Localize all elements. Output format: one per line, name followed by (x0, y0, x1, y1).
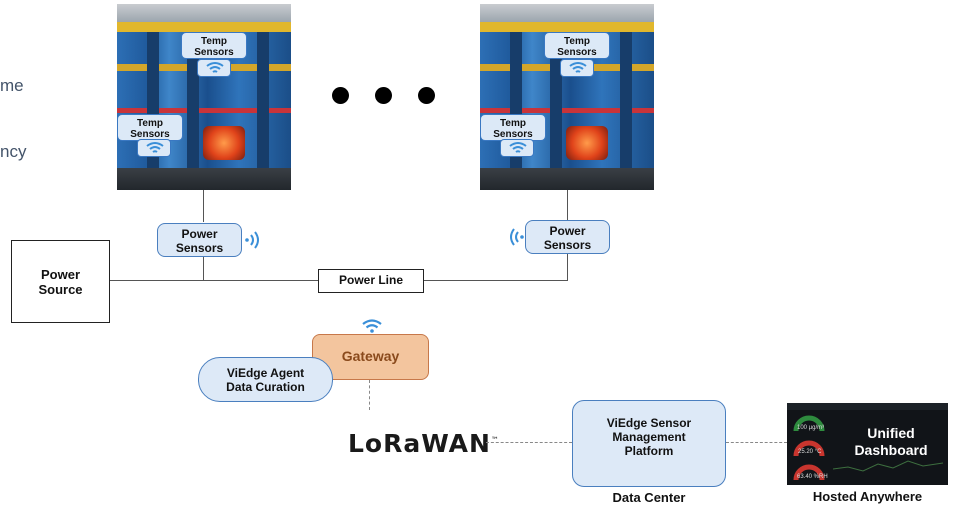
power-sensor-box-2: Power Sensors (525, 220, 610, 254)
ellipsis-dot (375, 87, 392, 104)
temp-sensor-label: Temp Sensors (181, 32, 247, 59)
gateway-box: Gateway (312, 334, 429, 380)
dashboard-title: Unified Dashboard (854, 425, 928, 458)
ellipsis-dot (332, 87, 349, 104)
gauge-value: 63.40 %RH (797, 474, 828, 480)
hosted-anywhere-caption: Hosted Anywhere (812, 489, 923, 504)
gauge-icon (793, 440, 825, 457)
wifi-icon (560, 59, 594, 77)
temp-sensor-label: Temp Sensors (117, 114, 183, 141)
data-center-caption: Data Center (612, 490, 686, 505)
gauge-value: 100 µg/m³ (797, 425, 825, 431)
connector-line (567, 190, 568, 220)
wifi-icon (197, 59, 231, 77)
wireless-signal-icon (507, 228, 525, 251)
wifi-icon (500, 139, 534, 157)
connector-line (567, 252, 568, 280)
viedge-platform-box: ViEdge Sensor Management Platform (572, 400, 726, 487)
machine-photo-1: Temp Sensors Temp Sensors (117, 4, 291, 190)
gauge-icon (793, 415, 825, 432)
unified-dashboard-screenshot: 100 µg/m³ 25.20 °C 63.40 %RH Unified Das… (787, 403, 948, 485)
lorawan-platform-link (486, 442, 572, 443)
chart-sparkline (833, 460, 943, 472)
side-text-fragment-2: ncy (0, 142, 27, 161)
power-sensor-box-1: Power Sensors (157, 223, 242, 257)
gateway-lorawan-link (369, 380, 370, 410)
temp-sensor-label: Temp Sensors (544, 32, 610, 59)
lorawan-logo: LoRaWAN™ (348, 429, 500, 458)
machine-photo-2: Temp Sensors Temp Sensors (480, 4, 654, 190)
power-source-box: Power Source (11, 240, 110, 323)
connector-line (203, 190, 204, 222)
power-line-label: Power Line (318, 269, 424, 293)
ellipsis-dot (418, 87, 435, 104)
wifi-icon (361, 318, 383, 339)
temp-sensor-label: Temp Sensors (480, 114, 546, 141)
gauge-value: 25.20 °C (798, 449, 822, 455)
viedge-agent-box: ViEdge Agent Data Curation (198, 357, 333, 402)
platform-dashboard-link (726, 442, 787, 443)
connector-line (203, 256, 204, 280)
wifi-icon (137, 139, 171, 157)
side-text-fragment-1: me (0, 76, 24, 95)
wireless-signal-icon (244, 231, 262, 254)
gauge-icon (793, 464, 825, 481)
